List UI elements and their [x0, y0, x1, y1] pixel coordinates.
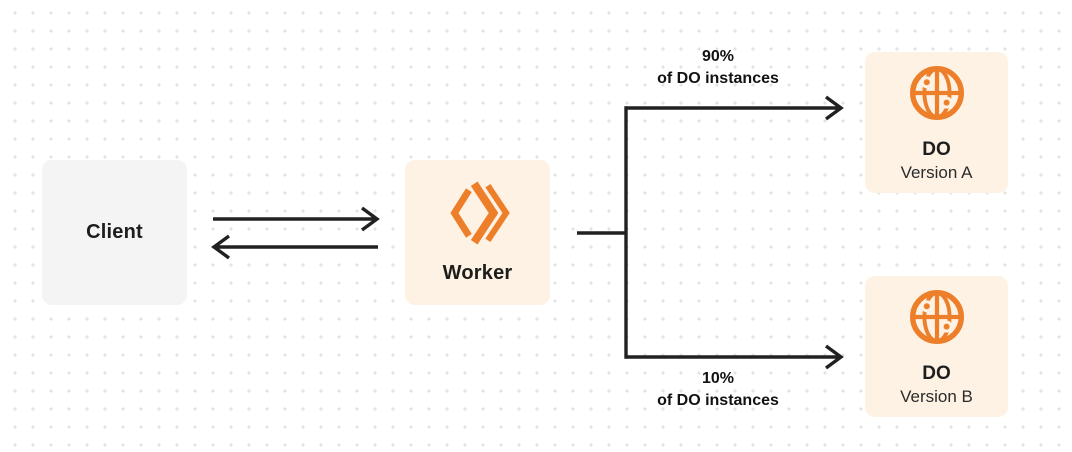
branch-top-percent: 90%: [701, 48, 735, 65]
branch-bottom-caption: of DO instances: [657, 392, 779, 409]
arrow-to-do-version-a: [626, 95, 844, 121]
do-version-b-node: DO Version B: [865, 276, 1008, 417]
do-version-a-node: DO Version A: [865, 52, 1008, 193]
client-label: Client: [86, 221, 143, 243]
do-a-title: DO: [922, 139, 951, 160]
branch-bottom-percent: 10%: [701, 370, 735, 387]
do-a-subtitle: Version A: [900, 163, 973, 182]
do-b-subtitle: Version B: [900, 387, 973, 406]
workers-logo-icon: [449, 181, 510, 245]
globe-icon: [909, 290, 964, 344]
arrow-client-to-worker: [213, 206, 380, 232]
branch-top-caption: of DO instances: [657, 70, 779, 87]
branch-bottom-label: 10% of DO instances: [657, 368, 779, 412]
worker-node: Worker: [405, 160, 550, 305]
do-b-title: DO: [922, 363, 951, 384]
globe-icon: [909, 66, 964, 120]
branch-top-label: 90% of DO instances: [657, 46, 779, 90]
arrow-to-do-version-b: [626, 344, 844, 370]
worker-label: Worker: [442, 262, 513, 284]
client-node: Client: [42, 160, 187, 305]
arrow-worker-to-client: [211, 234, 378, 260]
